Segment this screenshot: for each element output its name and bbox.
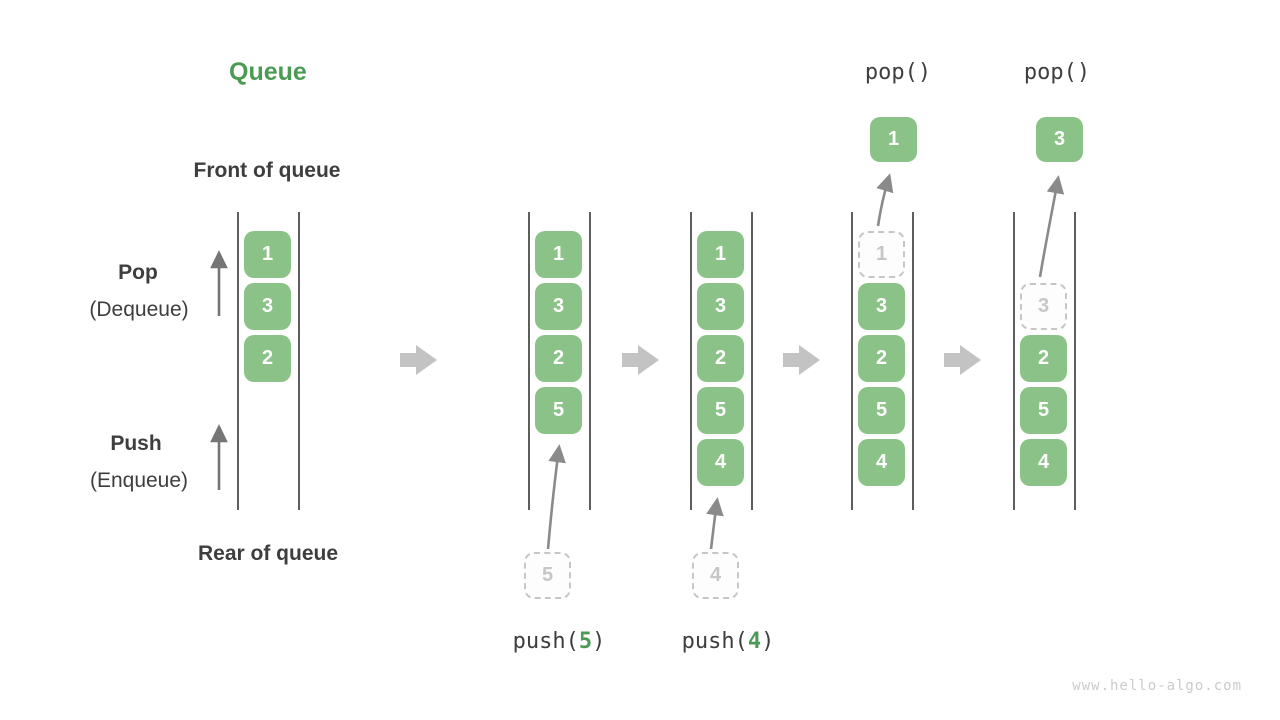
enqueue-alias-label: (Enqueue) bbox=[89, 469, 189, 492]
pop-label: Pop bbox=[118, 261, 158, 284]
dequeue-alias-label: (Dequeue) bbox=[89, 298, 189, 321]
rear-of-queue-label: Rear of queue bbox=[197, 542, 339, 565]
queue-right-wall-state-3-after-push-4 bbox=[751, 212, 753, 510]
staging-item-4: 4 bbox=[692, 552, 739, 599]
pop-operation-label: pop() bbox=[1023, 60, 1091, 85]
queue-item-3: 3 bbox=[535, 283, 582, 330]
next-state-arrow-icon bbox=[622, 345, 659, 375]
queue-item-2: 2 bbox=[535, 335, 582, 382]
queue-left-wall-state-3-after-push-4 bbox=[690, 212, 692, 510]
popped-item-1: 1 bbox=[870, 117, 917, 162]
queue-item-1: 1 bbox=[697, 231, 744, 278]
queue-item-2: 2 bbox=[1020, 335, 1067, 382]
ghost-item-1: 1 bbox=[858, 231, 905, 278]
push-arg: 5 bbox=[578, 629, 593, 654]
push-movement-arrow-icon bbox=[706, 497, 724, 550]
queue-right-wall-state-5-after-pop-3 bbox=[1074, 212, 1076, 510]
queue-item-5: 5 bbox=[858, 387, 905, 434]
queue-item-4: 4 bbox=[1020, 439, 1067, 486]
queue-left-wall-state-4-after-pop-1 bbox=[851, 212, 853, 510]
pop-operation-label: pop() bbox=[864, 60, 932, 85]
watermark: www.hello-algo.com bbox=[1072, 678, 1242, 694]
staging-item-5: 5 bbox=[524, 552, 571, 599]
queue-item-4: 4 bbox=[697, 439, 744, 486]
queue-item-3: 3 bbox=[697, 283, 744, 330]
push-operation-label: push(5) bbox=[512, 629, 606, 654]
queue-item-3: 3 bbox=[858, 283, 905, 330]
queue-item-2: 2 bbox=[858, 335, 905, 382]
queue-left-wall-state-2-after-push-5 bbox=[528, 212, 530, 510]
queue-item-4: 4 bbox=[858, 439, 905, 486]
queue-item-2: 2 bbox=[697, 335, 744, 382]
queue-right-wall-state-1 bbox=[298, 212, 300, 510]
push-arg: 4 bbox=[747, 629, 762, 654]
popped-item-3: 3 bbox=[1036, 117, 1083, 162]
push-label: Push bbox=[110, 432, 162, 455]
queue-item-5: 5 bbox=[535, 387, 582, 434]
push-operation-label: push(4) bbox=[681, 629, 775, 654]
pop-movement-arrow-icon bbox=[1038, 175, 1065, 278]
next-state-arrow-icon bbox=[783, 345, 820, 375]
next-state-arrow-icon bbox=[944, 345, 981, 375]
queue-item-5: 5 bbox=[697, 387, 744, 434]
queue-left-wall-state-1 bbox=[237, 212, 239, 510]
ghost-item-3: 3 bbox=[1020, 283, 1067, 330]
queue-item-5: 5 bbox=[1020, 387, 1067, 434]
pop-movement-arrow-icon bbox=[876, 173, 894, 227]
queue-right-wall-state-2-after-push-5 bbox=[589, 212, 591, 510]
queue-right-wall-state-4-after-pop-1 bbox=[912, 212, 914, 510]
diagram-title: Queue bbox=[229, 58, 307, 86]
queue-item-1: 1 bbox=[535, 231, 582, 278]
queue-left-wall-state-5-after-pop-3 bbox=[1013, 212, 1015, 510]
next-state-arrow-icon bbox=[400, 345, 437, 375]
push-movement-arrow-icon bbox=[546, 444, 566, 550]
queue-item-1: 1 bbox=[244, 231, 291, 278]
queue-item-3: 3 bbox=[244, 283, 291, 330]
front-of-queue-label: Front of queue bbox=[193, 159, 341, 182]
queue-item-2: 2 bbox=[244, 335, 291, 382]
